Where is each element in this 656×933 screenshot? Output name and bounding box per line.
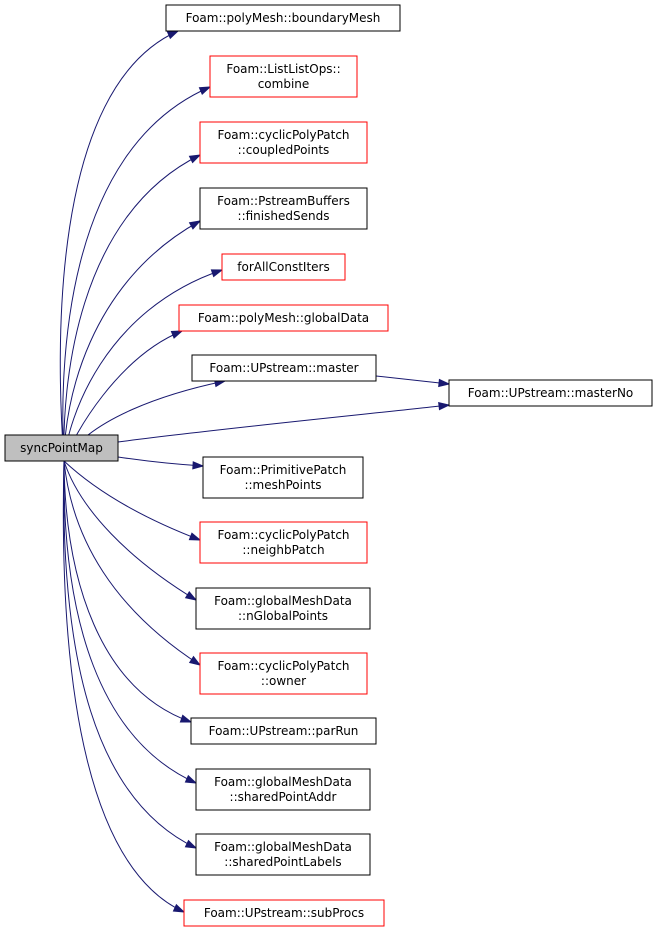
edge-root-to-sharedPointAddr (63, 460, 198, 784)
edge-root-to-finishedSends (63, 220, 202, 462)
node-nGlobalPoints-label-1: ::nGlobalPoints (238, 609, 328, 623)
edge-root-to-neighbPatch (63, 460, 202, 541)
edge-root-to-subProcs (62, 460, 186, 913)
node-neighbPatch-label-0: Foam::cyclicPolyPatch (217, 528, 349, 542)
node-combine[interactable]: Foam::ListListOps::combine (209, 55, 358, 98)
node-masterNo-label-0: Foam::UPstream::masterNo (468, 386, 634, 400)
node-parRun[interactable]: Foam::UPstream::parRun (190, 717, 377, 745)
node-meshPoints-label-1: ::meshPoints (244, 478, 321, 492)
node-combine-label-0: Foam::ListListOps:: (226, 62, 340, 76)
edge-root-to-boundaryMesh (59, 30, 180, 462)
node-parRun-label-0: Foam::UPstream::parRun (209, 724, 359, 738)
node-boundaryMesh[interactable]: Foam::polyMesh::boundaryMesh (165, 4, 401, 32)
node-forAllConstIters-label-0: forAllConstIters (237, 260, 329, 274)
edge-root-to-combine (62, 86, 212, 462)
node-globalData[interactable]: Foam::polyMesh::globalData (178, 304, 389, 332)
node-root-label-0: syncPointMap (20, 441, 103, 455)
node-coupledPoints-label-0: Foam::cyclicPolyPatch (217, 128, 349, 142)
node-owner-label-0: Foam::cyclicPolyPatch (217, 659, 349, 673)
call-graph-nodes: syncPointMap Foam::polyMesh::boundaryMesh… (4, 4, 653, 927)
node-masterNo[interactable]: Foam::UPstream::masterNo (448, 379, 653, 407)
node-sharedPointAddr[interactable]: Foam::globalMeshData::sharedPointAddr (195, 768, 371, 811)
node-neighbPatch-label-1: ::neighbPatch (242, 543, 324, 557)
node-sharedPointLabels[interactable]: Foam::globalMeshData::sharedPointLabels (195, 833, 371, 876)
node-meshPoints-label-0: Foam::PrimitivePatch (220, 463, 347, 477)
node-subProcs-label-0: Foam::UPstream::subProcs (204, 906, 364, 920)
node-coupledPoints[interactable]: Foam::cyclicPolyPatch::coupledPoints (199, 121, 368, 164)
node-forAllConstIters[interactable]: forAllConstIters (221, 253, 346, 281)
node-sharedPointLabels-label-0: Foam::globalMeshData (214, 840, 352, 854)
node-owner-label-1: ::owner (261, 674, 306, 688)
node-sharedPointAddr-label-0: Foam::globalMeshData (214, 775, 352, 789)
node-owner[interactable]: Foam::cyclicPolyPatch::owner (199, 652, 368, 695)
node-combine-label-1: combine (258, 77, 310, 91)
node-master[interactable]: Foam::UPstream::master (191, 354, 377, 382)
edge-master-to-masterNo (375, 375, 451, 388)
edge-root-to-nGlobalPoints (63, 460, 198, 601)
edge-root-to-masterNo (117, 402, 451, 443)
node-finishedSends-label-0: Foam::PstreamBuffers (217, 194, 350, 208)
edge-root-to-coupledPoints (63, 154, 202, 462)
node-globalData-label-0: Foam::polyMesh::globalData (198, 311, 369, 325)
node-nGlobalPoints-label-0: Foam::globalMeshData (214, 594, 352, 608)
node-subProcs[interactable]: Foam::UPstream::subProcs (183, 899, 385, 927)
edge-root-to-meshPoints (117, 456, 205, 470)
edge-root-to-parRun (63, 460, 193, 723)
node-finishedSends-label-1: ::finishedSends (238, 209, 330, 223)
node-sharedPointAddr-label-1: ::sharedPointAddr (230, 790, 337, 804)
node-meshPoints[interactable]: Foam::PrimitivePatch::meshPoints (202, 456, 364, 499)
node-neighbPatch[interactable]: Foam::cyclicPolyPatch::neighbPatch (199, 521, 368, 564)
node-nGlobalPoints[interactable]: Foam::globalMeshData::nGlobalPoints (195, 587, 371, 630)
node-master-label-0: Foam::UPstream::master (209, 361, 358, 375)
node-sharedPointLabels-label-1: ::sharedPointLabels (224, 855, 341, 869)
edge-root-to-sharedPointLabels (63, 460, 198, 849)
node-coupledPoints-label-1: ::coupledPoints (238, 143, 330, 157)
edge-root-to-owner (63, 460, 202, 666)
node-finishedSends[interactable]: Foam::PstreamBuffers::finishedSends (199, 187, 368, 230)
node-boundaryMesh-label-0: Foam::polyMesh::boundaryMesh (186, 11, 381, 25)
node-root: syncPointMap (4, 434, 119, 462)
